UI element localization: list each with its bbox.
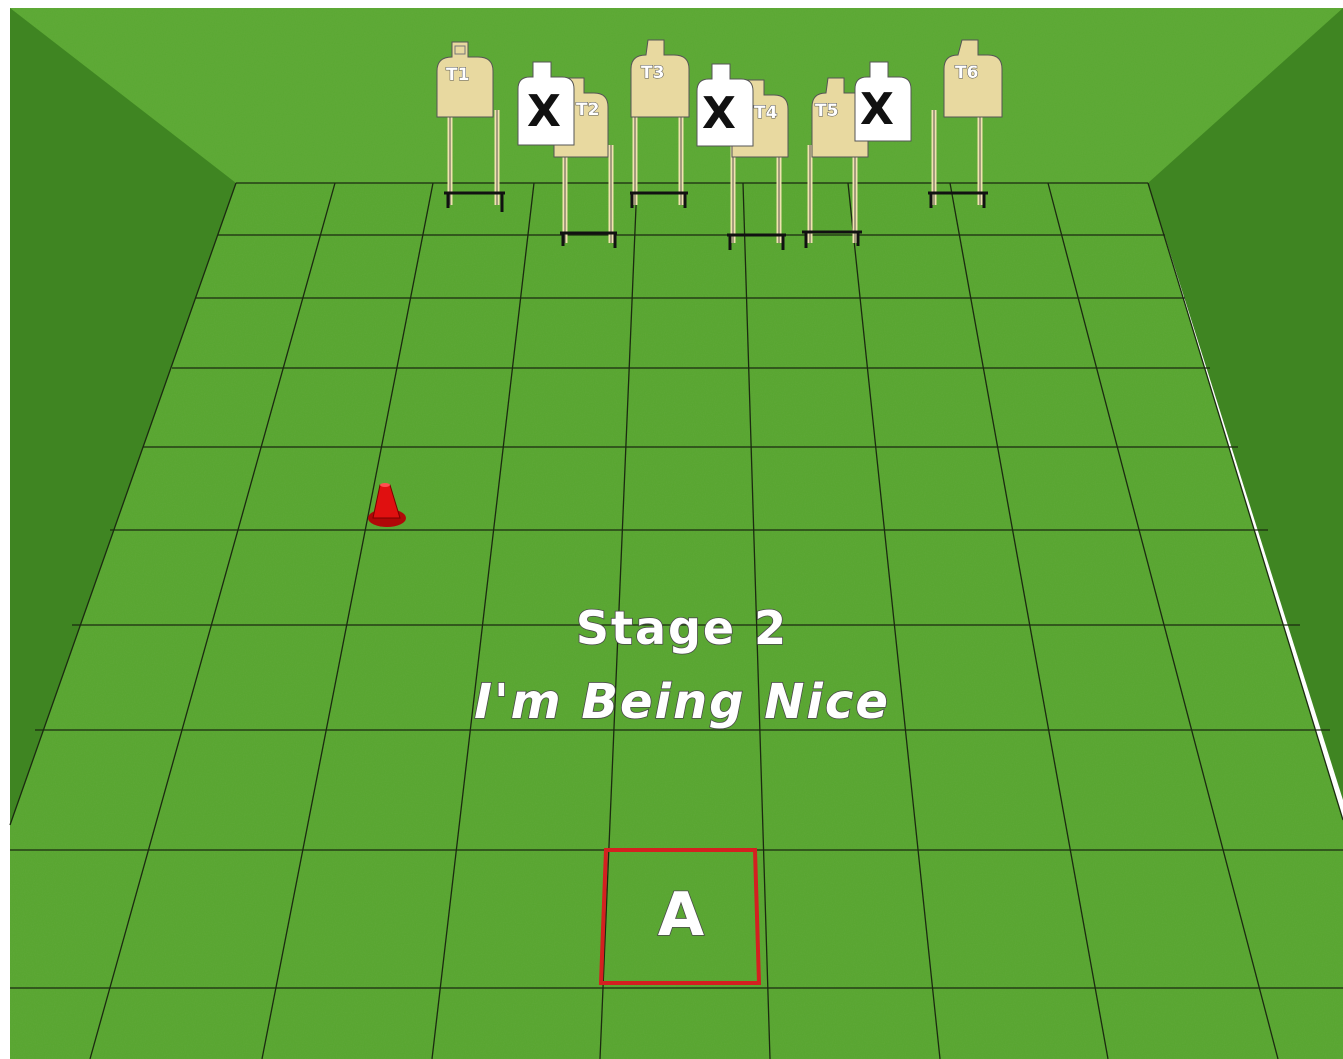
target-label-t1: T1 <box>446 65 469 85</box>
stage-subtitle: I'm Being Nice <box>474 674 890 730</box>
shooting-box-label: A <box>658 880 706 950</box>
stage-title: Stage 2 <box>576 601 788 655</box>
no-shoot-mark-2: X <box>702 88 736 139</box>
no-shoot-mark-3: X <box>860 84 894 135</box>
no-shoot-mark-1: X <box>527 86 561 137</box>
target-label-t3: T3 <box>641 63 664 83</box>
target-label-t6: T6 <box>955 63 978 83</box>
target-label-t4: T4 <box>754 103 778 123</box>
target-label-t5: T5 <box>815 101 838 121</box>
target-label-t2: T2 <box>576 100 599 120</box>
